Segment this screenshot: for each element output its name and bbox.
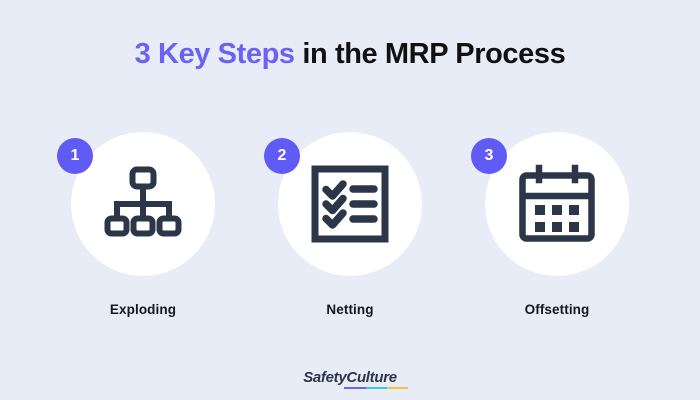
- page-title-rest: in the MRP Process: [294, 38, 566, 70]
- step-3-label: Offsetting: [524, 302, 590, 317]
- logo-inner: SafetyCulture: [303, 369, 409, 389]
- step-3-circle-wrap: 3: [471, 132, 629, 276]
- step-1-circle-wrap: 1: [57, 132, 215, 276]
- calendar-icon: [516, 163, 598, 245]
- logo-underline-accent: [344, 386, 409, 389]
- step-item-2: 2 Netting: [264, 132, 422, 317]
- step-2-number-badge: 2: [264, 138, 300, 174]
- step-item-3: 3: [471, 132, 629, 317]
- page-title: 3 Key Steps in the MRP Process: [0, 38, 700, 71]
- steps-row: 1: [0, 132, 700, 317]
- step-2-label: Netting: [326, 302, 374, 317]
- hierarchy-icon: [102, 163, 184, 245]
- step-item-1: 1: [57, 132, 215, 317]
- step-1-label: Exploding: [109, 302, 177, 317]
- step-2-icon-circle: [278, 132, 422, 276]
- logo-underline-segment-purple: [344, 386, 366, 389]
- checklist-icon: [309, 163, 391, 245]
- logo-text: SafetyCulture: [303, 369, 397, 386]
- step-3-icon-circle: [485, 132, 629, 276]
- logo-underline-segment-yellow: [386, 386, 409, 389]
- page-title-accent: 3 Key Steps: [134, 38, 295, 70]
- step-3-number-badge: 3: [471, 138, 507, 174]
- footer-logo: SafetyCulture: [0, 370, 700, 389]
- step-2-circle-wrap: 2: [264, 132, 422, 276]
- step-1-icon-circle: [71, 132, 215, 276]
- logo-underline-segment-cyan: [365, 386, 387, 389]
- step-1-number-badge: 1: [57, 138, 93, 174]
